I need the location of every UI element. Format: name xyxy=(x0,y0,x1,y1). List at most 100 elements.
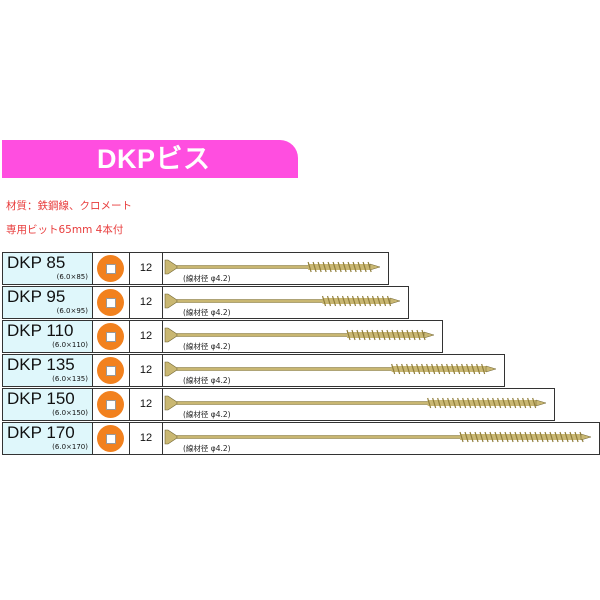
screw-thread-line xyxy=(396,329,401,341)
screw-thread-line xyxy=(524,431,529,443)
screw-head xyxy=(164,361,178,377)
screw-thread-line xyxy=(371,295,377,307)
screw-thread-line xyxy=(357,261,362,273)
model-size: (6.0×110) xyxy=(52,341,88,349)
wire-diameter: (線材径 φ4.2) xyxy=(183,274,231,283)
screw-thread-line xyxy=(484,431,489,443)
screw-thread-line xyxy=(366,329,371,341)
screw-thread-line xyxy=(452,397,457,409)
screw-thread-line xyxy=(492,397,497,409)
screw-thread-line xyxy=(437,397,442,409)
screw-thread-line xyxy=(346,329,351,341)
screw-image xyxy=(164,259,381,275)
screw-thread-line xyxy=(479,431,484,443)
square-drive-hole xyxy=(106,298,116,308)
screw-thread-line xyxy=(332,261,337,273)
screw-thread-line xyxy=(474,431,479,443)
screw-thread-line xyxy=(361,329,366,341)
screw-thread-line xyxy=(554,431,559,443)
quantity-value: 12 xyxy=(139,364,153,376)
screw-thread-line xyxy=(477,397,482,409)
model-size: (6.0×85) xyxy=(56,273,88,281)
screw-thread-line xyxy=(457,397,462,409)
screw-thread-line xyxy=(341,295,347,307)
model-name: DKP 110 xyxy=(7,321,74,340)
quantity-cell: 12 xyxy=(130,287,163,318)
screw-head xyxy=(164,395,178,411)
screw-thread-core xyxy=(391,366,486,372)
screw-thread-line xyxy=(352,261,357,273)
screw-thread-line xyxy=(371,329,376,341)
screw-thread-line xyxy=(337,261,342,273)
screw-thread-line xyxy=(391,329,396,341)
screw-thread-line xyxy=(482,397,487,409)
banner-title: DKPビス xyxy=(97,144,211,174)
screw-thread-line xyxy=(489,431,494,443)
quantity-cell: 12 xyxy=(130,253,163,284)
wire-diameter: (線材径 φ4.2) xyxy=(183,410,231,419)
screw-thread-line xyxy=(386,295,392,307)
screw-thread-line xyxy=(502,397,507,409)
quantity-value: 12 xyxy=(139,296,153,308)
material-spec: 材質：鉄鋼線、クロメート xyxy=(6,200,132,212)
washer-cell xyxy=(93,423,130,454)
screw-thread-line xyxy=(431,363,436,375)
washer-image xyxy=(97,289,124,316)
screw-image xyxy=(164,361,497,377)
screw-thread-line xyxy=(427,397,432,409)
screw-thread-line xyxy=(564,431,569,443)
screw-image xyxy=(164,327,435,343)
screw-thread-line xyxy=(517,397,522,409)
screw-thread-line xyxy=(406,363,411,375)
square-drive-hole xyxy=(106,366,116,376)
screw-thread-line xyxy=(529,431,534,443)
washer-image xyxy=(97,425,124,452)
screw-thread-line xyxy=(507,397,512,409)
model-size: (6.0×170) xyxy=(52,443,88,451)
screw-thread-line xyxy=(476,363,481,375)
screw-thread-line xyxy=(497,397,502,409)
screw-thread-core xyxy=(460,434,581,440)
screw-thread-line xyxy=(459,431,464,443)
product-row: DKP 95(6.0×95)12(線材径 φ4.2) xyxy=(2,286,409,319)
screw-thread-line xyxy=(312,261,317,273)
bit-spec: 専用ビット65mm 4本付 xyxy=(6,224,124,236)
screw-thread-line xyxy=(436,363,441,375)
screw-thread-line xyxy=(456,363,461,375)
screw-thread-line xyxy=(499,431,504,443)
screw-thread-line xyxy=(469,431,474,443)
wire-diameter: (線材径 φ4.2) xyxy=(183,444,231,453)
screw-tip xyxy=(369,263,381,271)
model-size: (6.0×135) xyxy=(52,375,88,383)
screw-thread-line xyxy=(534,431,539,443)
screw-thread-line xyxy=(504,431,509,443)
screw-thread-line xyxy=(416,329,421,341)
screw-thread-line xyxy=(549,431,554,443)
screw-thread-line xyxy=(326,295,332,307)
screw-thread-line xyxy=(401,329,406,341)
quantity-cell: 12 xyxy=(130,389,163,420)
screw-thread-line xyxy=(519,431,524,443)
quantity-value: 12 xyxy=(139,262,153,274)
screw-thread-core xyxy=(322,298,390,304)
screw-thread-line xyxy=(366,295,372,307)
quantity-cell: 12 xyxy=(130,355,163,386)
screw-thread-line xyxy=(356,295,362,307)
square-drive-hole xyxy=(106,400,116,410)
screw-head xyxy=(164,259,178,275)
model-cell: DKP 85(6.0×85) xyxy=(3,253,93,284)
quantity-value: 12 xyxy=(139,330,153,342)
model-cell: DKP 135(6.0×135) xyxy=(3,355,93,386)
washer-cell xyxy=(93,321,130,352)
screw-thread-line xyxy=(351,295,357,307)
screw-head xyxy=(164,429,178,445)
screw-thread-line xyxy=(406,329,411,341)
wire-diameter: (線材径 φ4.2) xyxy=(183,342,231,351)
screw-tip xyxy=(485,365,497,373)
screw-thread-line xyxy=(396,363,401,375)
screw-thread-line xyxy=(532,397,537,409)
screw-image xyxy=(164,429,592,445)
screw-thread-line xyxy=(401,363,406,375)
screw-thread-line xyxy=(391,363,396,375)
model-cell: DKP 110(6.0×110) xyxy=(3,321,93,352)
